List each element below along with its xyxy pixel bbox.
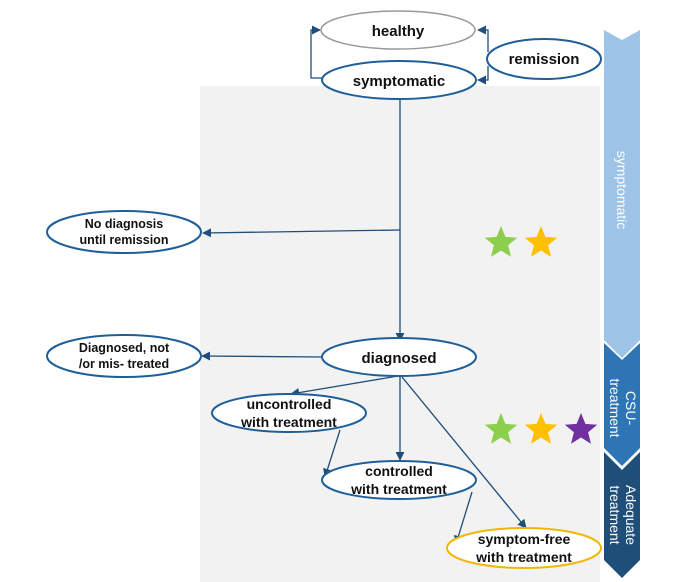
band-csu-label-line2: treatment <box>607 378 623 437</box>
green-star-icon <box>484 413 518 444</box>
gold-star-icon <box>524 226 558 257</box>
band-symptomatic-label: symptomatic <box>614 151 630 230</box>
edge-controlled-to-symptom-free <box>454 491 473 545</box>
star-rating-row-1 <box>484 226 558 257</box>
edge-to-no-diagnosis <box>202 228 401 238</box>
node-not-treated-line1: Diagnosed, not <box>79 341 170 355</box>
node-symptomatic-label: symptomatic <box>353 73 446 90</box>
edge-diagnosed-to-symptom-free <box>401 376 527 529</box>
band-symptomatic <box>604 30 640 358</box>
node-uncontrolled-line1: uncontrolled <box>247 396 332 412</box>
node-remission <box>486 38 602 80</box>
edge-diagnosed-to-not-treated <box>201 351 323 361</box>
node-symptom-free-line2: with treatment <box>475 549 572 565</box>
edge-remission-to-healthy <box>477 25 489 52</box>
star-rating-row-2 <box>484 413 598 444</box>
node-diagnosed-label: diagnosed <box>361 350 436 367</box>
node-symptom-free <box>446 527 602 569</box>
band-adequate-treatment <box>604 452 640 578</box>
purple-star-icon <box>564 413 598 444</box>
node-no-diagnosis <box>46 210 202 254</box>
edge-remission-to-symptomatic <box>477 66 489 85</box>
node-diagnosed <box>321 337 477 377</box>
node-remission-label: remission <box>509 51 580 68</box>
band-csu-treatment <box>604 343 640 466</box>
band-adequate-label-line1: Adequate <box>623 485 639 545</box>
green-star-icon <box>484 226 518 257</box>
node-uncontrolled <box>211 393 367 433</box>
node-controlled <box>321 460 477 500</box>
node-not-treated <box>46 334 202 378</box>
node-healthy-label: healthy <box>372 23 425 40</box>
band-csu-label-line1: CSU- <box>623 391 639 426</box>
node-not-treated-line2: /or mis- treated <box>79 357 169 371</box>
node-symptom-free-line1: symptom-free <box>478 531 571 547</box>
edge-symptomatic-to-healthy <box>310 25 322 79</box>
band-adequate-label-line2: treatment <box>607 485 623 544</box>
node-no-diagnosis-line1: No diagnosis <box>85 217 164 231</box>
node-symptomatic <box>321 60 477 100</box>
node-no-diagnosis-line2: until remission <box>80 233 169 247</box>
node-controlled-line2: with treatment <box>350 481 447 497</box>
gold-star-icon <box>524 413 558 444</box>
edge-diagnosed-to-uncontrolled <box>290 375 399 398</box>
edge-uncontrolled-to-controlled <box>323 429 341 478</box>
node-uncontrolled-line2: with treatment <box>240 414 337 430</box>
node-healthy <box>320 10 476 50</box>
node-controlled-line1: controlled <box>365 463 433 479</box>
